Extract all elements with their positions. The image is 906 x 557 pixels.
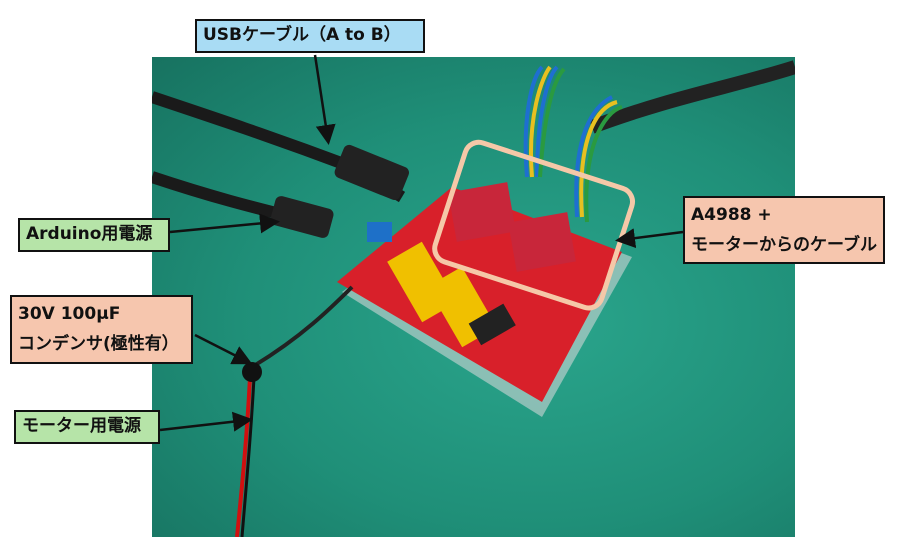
capacitor — [242, 362, 262, 382]
motor-power-wire-red — [235, 376, 252, 537]
highlight-frame — [432, 139, 635, 311]
usb-plug — [334, 144, 410, 200]
label-usb-cable: USBケーブル（A to B） — [195, 19, 425, 53]
label-capacitor: 30V 100μF コンデンサ(極性有） — [10, 295, 193, 364]
driver-x — [448, 182, 516, 242]
driver-y — [508, 212, 576, 272]
label-text: モーターからのケーブル — [691, 235, 877, 255]
usb-cable — [152, 91, 406, 203]
label-text: コンデンサ(極性有） — [18, 334, 179, 354]
label-text: 30V 100μF — [18, 304, 121, 324]
terminal-block — [367, 222, 392, 242]
label-driver: A4988 + モーターからのケーブル — [683, 196, 885, 264]
label-text: モーター用電源 — [22, 416, 141, 436]
label-text: USBケーブル（A to B） — [203, 25, 401, 45]
photo-cnc-shield — [152, 57, 795, 537]
label-text: A4988 + — [691, 205, 772, 225]
label-text: Arduino用電源 — [26, 224, 153, 244]
photo-illustration — [152, 60, 795, 537]
label-motor-power: モーター用電源 — [14, 410, 160, 444]
motor-cable-bundle — [589, 60, 795, 134]
label-arduino-power: Arduino用電源 — [18, 218, 170, 252]
power-plug — [270, 196, 334, 238]
